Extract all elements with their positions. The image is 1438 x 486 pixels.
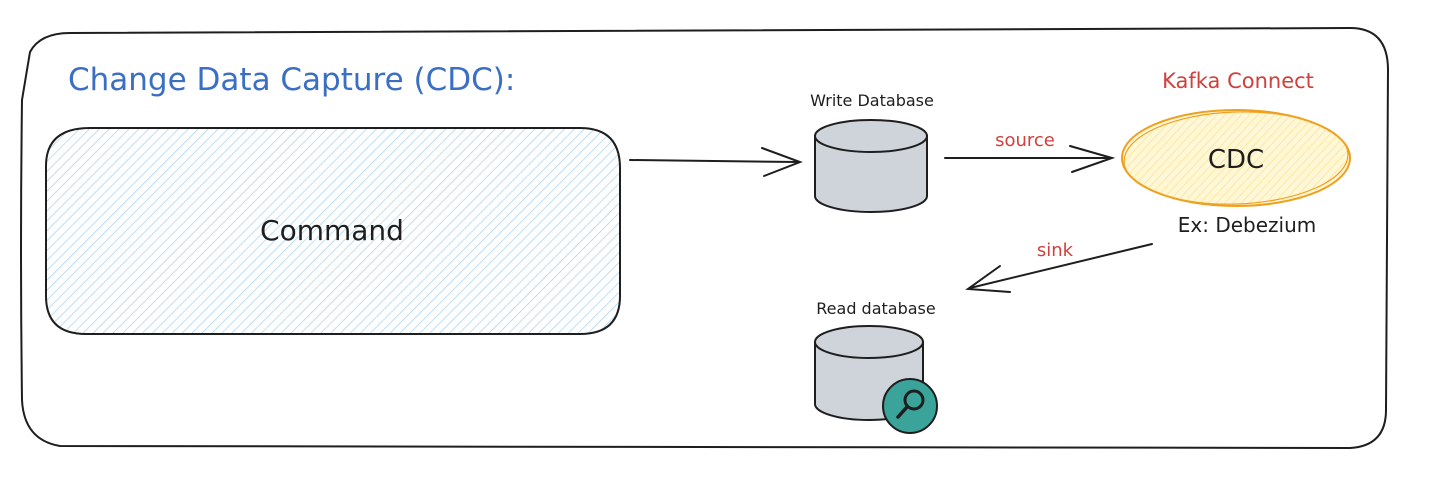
cdc-node: CDC: [1121, 109, 1351, 207]
write-db-label: Write Database: [810, 91, 934, 110]
command-label: Command: [260, 214, 404, 247]
arrow-command-to-write-db: [629, 147, 803, 177]
example-label: Ex: Debezium: [1178, 213, 1317, 237]
arrow-source: [944, 145, 1116, 173]
sink-label: sink: [1037, 240, 1074, 261]
search-icon: [882, 378, 938, 434]
command-box: Command: [45, 127, 621, 335]
write-db-icon: [814, 119, 928, 213]
kafka-connect-label: Kafka Connect: [1162, 69, 1314, 93]
arrow-sink: [965, 243, 1153, 293]
source-label: source: [995, 130, 1055, 151]
read-db-label: Read database: [816, 299, 935, 318]
diagram-title: Change Data Capture (CDC):: [68, 62, 515, 98]
cdc-label: CDC: [1208, 145, 1264, 175]
outer-frame: [20, 26, 1390, 450]
